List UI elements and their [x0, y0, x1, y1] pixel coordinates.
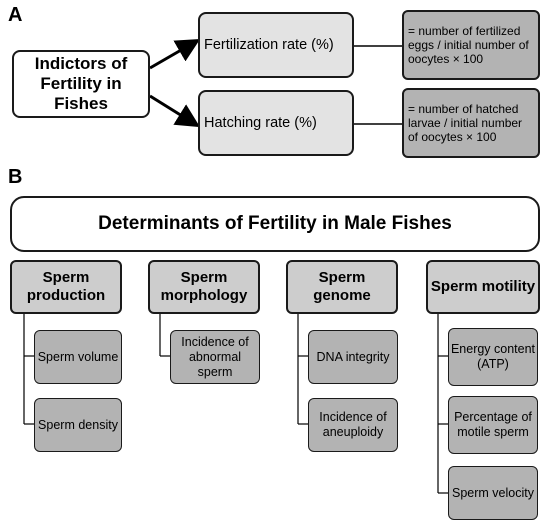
fertilization-formula-box: = number of fertilized eggs / initial nu… [402, 10, 540, 80]
fertilization-rate-label: Fertilization rate (%) [204, 37, 334, 53]
determinants-title-box: Determinants of Fertility in Male Fishes [10, 196, 540, 252]
item-abnormal-sperm: Incidence of abnormal sperm [170, 330, 260, 384]
item-energy-content: Energy content (ATP) [448, 328, 538, 386]
arrow-to-fertilization [149, 38, 201, 70]
item-sperm-volume: Sperm volume [34, 330, 122, 384]
item-aneuploidy: Incidence of aneuploidy [308, 398, 398, 452]
fertilization-formula-text: = number of fertilized eggs / initial nu… [408, 24, 529, 66]
category-sperm-motility: Sperm motility [426, 260, 540, 314]
determinants-title: Determinants of Fertility in Male Fishes [98, 213, 452, 234]
item-sperm-density: Sperm density [34, 398, 122, 452]
category-sperm-morphology: Sperm morphology [148, 260, 260, 314]
category-label: Sperm morphology [160, 269, 248, 304]
fertility-indicators-label: Indictors of Fertility in Fishes [34, 54, 128, 113]
hatching-formula-box: = number of hatched larvae / initial num… [402, 88, 540, 158]
item-label: Sperm volume [37, 349, 119, 364]
category-sperm-genome: Sperm genome [286, 260, 398, 314]
item-label: Sperm density [38, 417, 118, 432]
fertility-indicators-box: Indictors of Fertility in Fishes [12, 50, 150, 118]
item-label: Percentage of motile sperm [454, 410, 532, 439]
fertilization-rate-box: Fertilization rate (%) [198, 12, 354, 78]
item-label: Sperm velocity [452, 485, 534, 500]
item-label: Incidence of aneuploidy [319, 410, 387, 439]
category-sperm-production: Sperm production [10, 260, 122, 314]
category-label: Sperm production [26, 269, 106, 304]
panel-b-label: B [8, 166, 23, 188]
item-label: Energy content (ATP) [450, 342, 536, 371]
hatching-rate-label: Hatching rate (%) [204, 115, 317, 131]
item-dna-integrity: DNA integrity [308, 330, 398, 384]
category-label: Sperm genome [313, 269, 371, 304]
hatching-rate-box: Hatching rate (%) [198, 90, 354, 156]
item-label: Incidence of abnormal sperm [181, 334, 249, 379]
panel-a-label: A [8, 4, 23, 26]
item-sperm-velocity: Sperm velocity [448, 466, 538, 520]
item-label: DNA integrity [316, 349, 390, 364]
arrow-to-hatching [149, 94, 201, 128]
hatching-formula-text: = number of hatched larvae / initial num… [408, 102, 523, 144]
item-motile-percentage: Percentage of motile sperm [448, 396, 538, 454]
category-label: Sperm motility [430, 278, 536, 295]
